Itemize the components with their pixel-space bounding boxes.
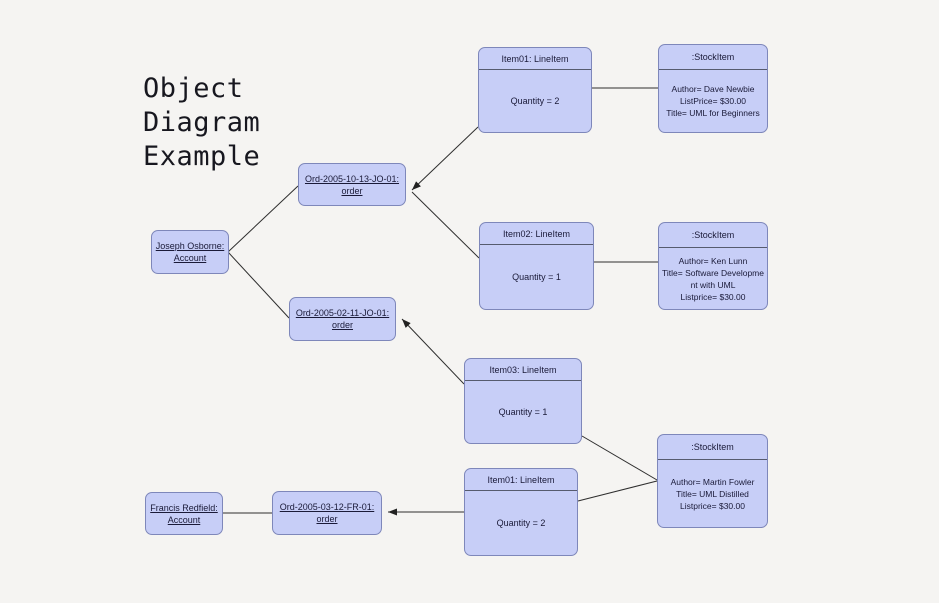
object-name-line: Joseph Osborne: bbox=[155, 241, 225, 251]
node-order-2005-03-12-fr-01[interactable]: Ord-2005-03-12-FR-01: order bbox=[272, 491, 382, 535]
title-line: Object bbox=[143, 73, 244, 104]
edge-lineitem3-to-order2-arrow[interactable] bbox=[401, 318, 465, 385]
node-stockitem-uml-distilled[interactable]: :StockItem Author= Martin Fowler Title= … bbox=[657, 434, 768, 528]
object-name: Francis Redfield: Account bbox=[146, 502, 222, 526]
object-attribute: Quantity = 1 bbox=[512, 272, 561, 282]
node-lineitem-item01-order1[interactable]: Item01: LineItem Quantity = 2 bbox=[478, 47, 592, 133]
object-attribute: Author= Ken Lunn bbox=[678, 255, 748, 266]
object-name: Ord-2005-10-13-JO-01: order bbox=[299, 173, 405, 197]
object-header: Item01: LineItem bbox=[479, 48, 591, 70]
node-order-2005-10-13-jo-01[interactable]: Ord-2005-10-13-JO-01: order bbox=[298, 163, 406, 206]
object-attribute: Listprice= $30.00 bbox=[680, 500, 745, 511]
node-stockitem-uml-for-beginners[interactable]: :StockItem Author= Dave Newbie ListPrice… bbox=[658, 44, 768, 133]
object-name-line: Ord-2005-10-13-JO-01: bbox=[304, 173, 400, 184]
object-attribute: Author= Martin Fowler bbox=[670, 476, 755, 487]
object-name-line: order bbox=[331, 320, 353, 330]
object-header: Item02: LineItem bbox=[480, 223, 593, 245]
object-header: :StockItem bbox=[659, 223, 767, 248]
node-stockitem-software-development-with-uml[interactable]: :StockItem Author= Ken Lunn Title= Softw… bbox=[658, 222, 768, 310]
edge-joseph-to-order1[interactable] bbox=[227, 185, 299, 253]
object-name-line: Ord-2005-03-12-FR-01: bbox=[279, 502, 375, 512]
object-name-line: Account bbox=[167, 514, 201, 525]
object-attribute: Quantity = 1 bbox=[498, 407, 548, 417]
object-attribute: Author= Dave Newbie bbox=[671, 84, 755, 94]
node-lineitem-item01-order3[interactable]: Item01: LineItem Quantity = 2 bbox=[464, 468, 578, 556]
object-header: :StockItem bbox=[658, 435, 767, 460]
object-attribute: ListPrice= $30.00 bbox=[680, 96, 746, 106]
edge-lineitem3-to-stockitem3[interactable] bbox=[581, 435, 658, 481]
object-header: Item01: LineItem bbox=[465, 469, 577, 491]
object-attribute: Listprice= $30.00 bbox=[680, 291, 746, 302]
node-lineitem-item03-order2[interactable]: Item03: LineItem Quantity = 1 bbox=[464, 358, 582, 444]
edge-lineitem2-to-order1[interactable] bbox=[411, 191, 480, 259]
object-name: Ord-2005-02-11-JO-01: order bbox=[290, 307, 395, 331]
object-name-line: Ord-2005-02-11-JO-01: bbox=[295, 308, 390, 318]
object-name-line: Account bbox=[173, 253, 207, 263]
edge-lineitem1-to-order1-arrow[interactable] bbox=[411, 126, 479, 191]
title-line: Diagram bbox=[143, 107, 261, 138]
object-attribute: Quantity = 2 bbox=[510, 96, 560, 106]
edge-joseph-to-order2[interactable] bbox=[227, 251, 290, 319]
node-account-joseph-osborne[interactable]: Joseph Osborne: Account bbox=[151, 230, 229, 274]
object-name: Joseph Osborne: Account bbox=[152, 240, 228, 264]
object-attribute: Title= UML for Beginners bbox=[666, 108, 760, 118]
object-name-line: order bbox=[341, 185, 363, 196]
object-name: Ord-2005-03-12-FR-01: order bbox=[273, 501, 381, 525]
object-header: :StockItem bbox=[659, 45, 767, 70]
object-name-line: Francis Redfield: bbox=[150, 502, 218, 513]
diagram-title: Object Diagram Example bbox=[143, 72, 260, 174]
object-attribute: nt with UML bbox=[690, 279, 736, 290]
object-attribute: Title= Software Developme bbox=[662, 267, 764, 278]
object-attribute: Title= UML Distilled bbox=[676, 488, 749, 499]
node-account-francis-redfield[interactable]: Francis Redfield: Account bbox=[145, 492, 223, 535]
title-line: Example bbox=[143, 141, 261, 172]
node-order-2005-02-11-jo-01[interactable]: Ord-2005-02-11-JO-01: order bbox=[289, 297, 396, 341]
object-attribute: Quantity = 2 bbox=[496, 518, 546, 528]
object-name-line: order bbox=[316, 514, 338, 524]
object-header: Item03: LineItem bbox=[465, 359, 581, 381]
node-lineitem-item02-order1[interactable]: Item02: LineItem Quantity = 1 bbox=[479, 222, 594, 310]
edge-lineitem4-to-stockitem3[interactable] bbox=[577, 480, 658, 502]
